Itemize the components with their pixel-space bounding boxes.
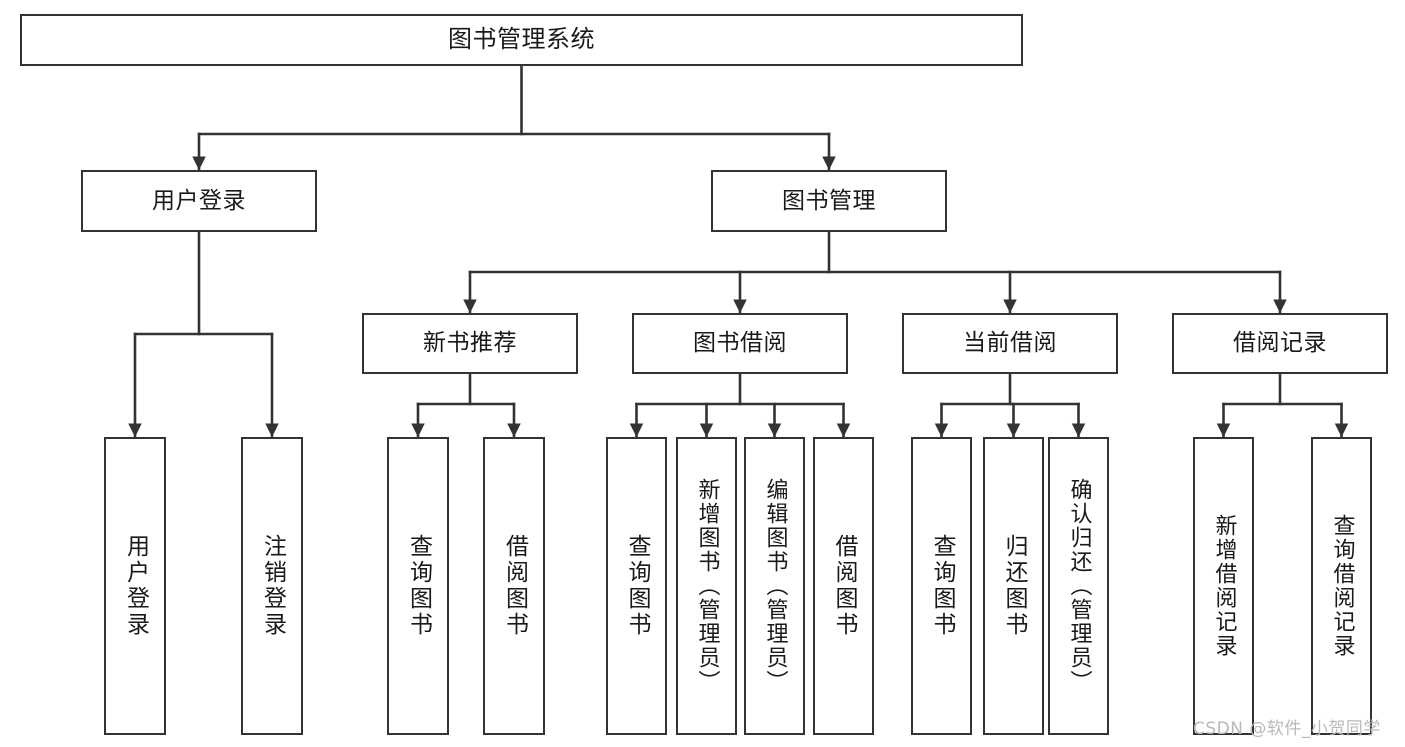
node-l-radd[interactable]: 新增借阅记录 xyxy=(1193,437,1254,735)
node-label: 借阅图书 xyxy=(501,534,528,638)
node-label: 编辑图书（管理员） xyxy=(762,478,788,694)
node-label: 当前借阅 xyxy=(963,330,1057,357)
node-l-login[interactable]: 用户登录 xyxy=(104,437,166,735)
node-current[interactable]: 当前借阅 xyxy=(902,313,1118,374)
node-bookmgmt[interactable]: 图书管理 xyxy=(711,170,947,232)
node-l-nb-query[interactable]: 查询图书 xyxy=(387,437,449,735)
watermark-text: CSDN @软件_小贺同学 xyxy=(1193,719,1381,739)
node-root[interactable]: 图书管理系统 xyxy=(20,14,1023,66)
node-l-bq[interactable]: 查询图书 xyxy=(606,437,667,735)
node-label: 注销登录 xyxy=(259,534,286,638)
node-label: 借阅图书 xyxy=(831,534,857,638)
node-label: 查询借阅记录 xyxy=(1329,514,1355,658)
node-l-bborrow[interactable]: 借阅图书 xyxy=(813,437,874,735)
node-newbook[interactable]: 新书推荐 xyxy=(362,313,578,374)
node-l-logout[interactable]: 注销登录 xyxy=(241,437,303,735)
node-label: 归还图书 xyxy=(1001,534,1027,638)
connector-lines xyxy=(128,64,1349,438)
node-label: 查询图书 xyxy=(624,534,650,638)
node-label: 图书管理系统 xyxy=(448,25,595,54)
node-label: 借阅记录 xyxy=(1233,330,1327,357)
node-login[interactable]: 用户登录 xyxy=(81,170,317,232)
node-label: 查询图书 xyxy=(405,534,432,638)
node-label: 图书管理 xyxy=(782,187,876,214)
node-label: 新增借阅记录 xyxy=(1211,514,1237,658)
node-label: 确认归还（管理员） xyxy=(1066,478,1092,694)
node-label: 用户登录 xyxy=(122,534,149,638)
node-label: 图书借阅 xyxy=(693,330,787,357)
node-label: 新书推荐 xyxy=(423,330,517,357)
node-l-badd[interactable]: 新增图书（管理员） xyxy=(676,437,737,735)
node-records[interactable]: 借阅记录 xyxy=(1172,313,1388,374)
node-l-cq[interactable]: 查询图书 xyxy=(911,437,972,735)
node-l-rquery[interactable]: 查询借阅记录 xyxy=(1311,437,1372,735)
node-borrow[interactable]: 图书借阅 xyxy=(632,313,848,374)
node-label: 新增图书（管理员） xyxy=(694,478,720,694)
node-label: 用户登录 xyxy=(152,187,246,214)
node-l-bedit[interactable]: 编辑图书（管理员） xyxy=(744,437,805,735)
node-l-cret[interactable]: 归还图书 xyxy=(983,437,1044,735)
node-l-cconf[interactable]: 确认归还（管理员） xyxy=(1048,437,1109,735)
node-l-nb-borrow[interactable]: 借阅图书 xyxy=(483,437,545,735)
node-label: 查询图书 xyxy=(929,534,955,638)
